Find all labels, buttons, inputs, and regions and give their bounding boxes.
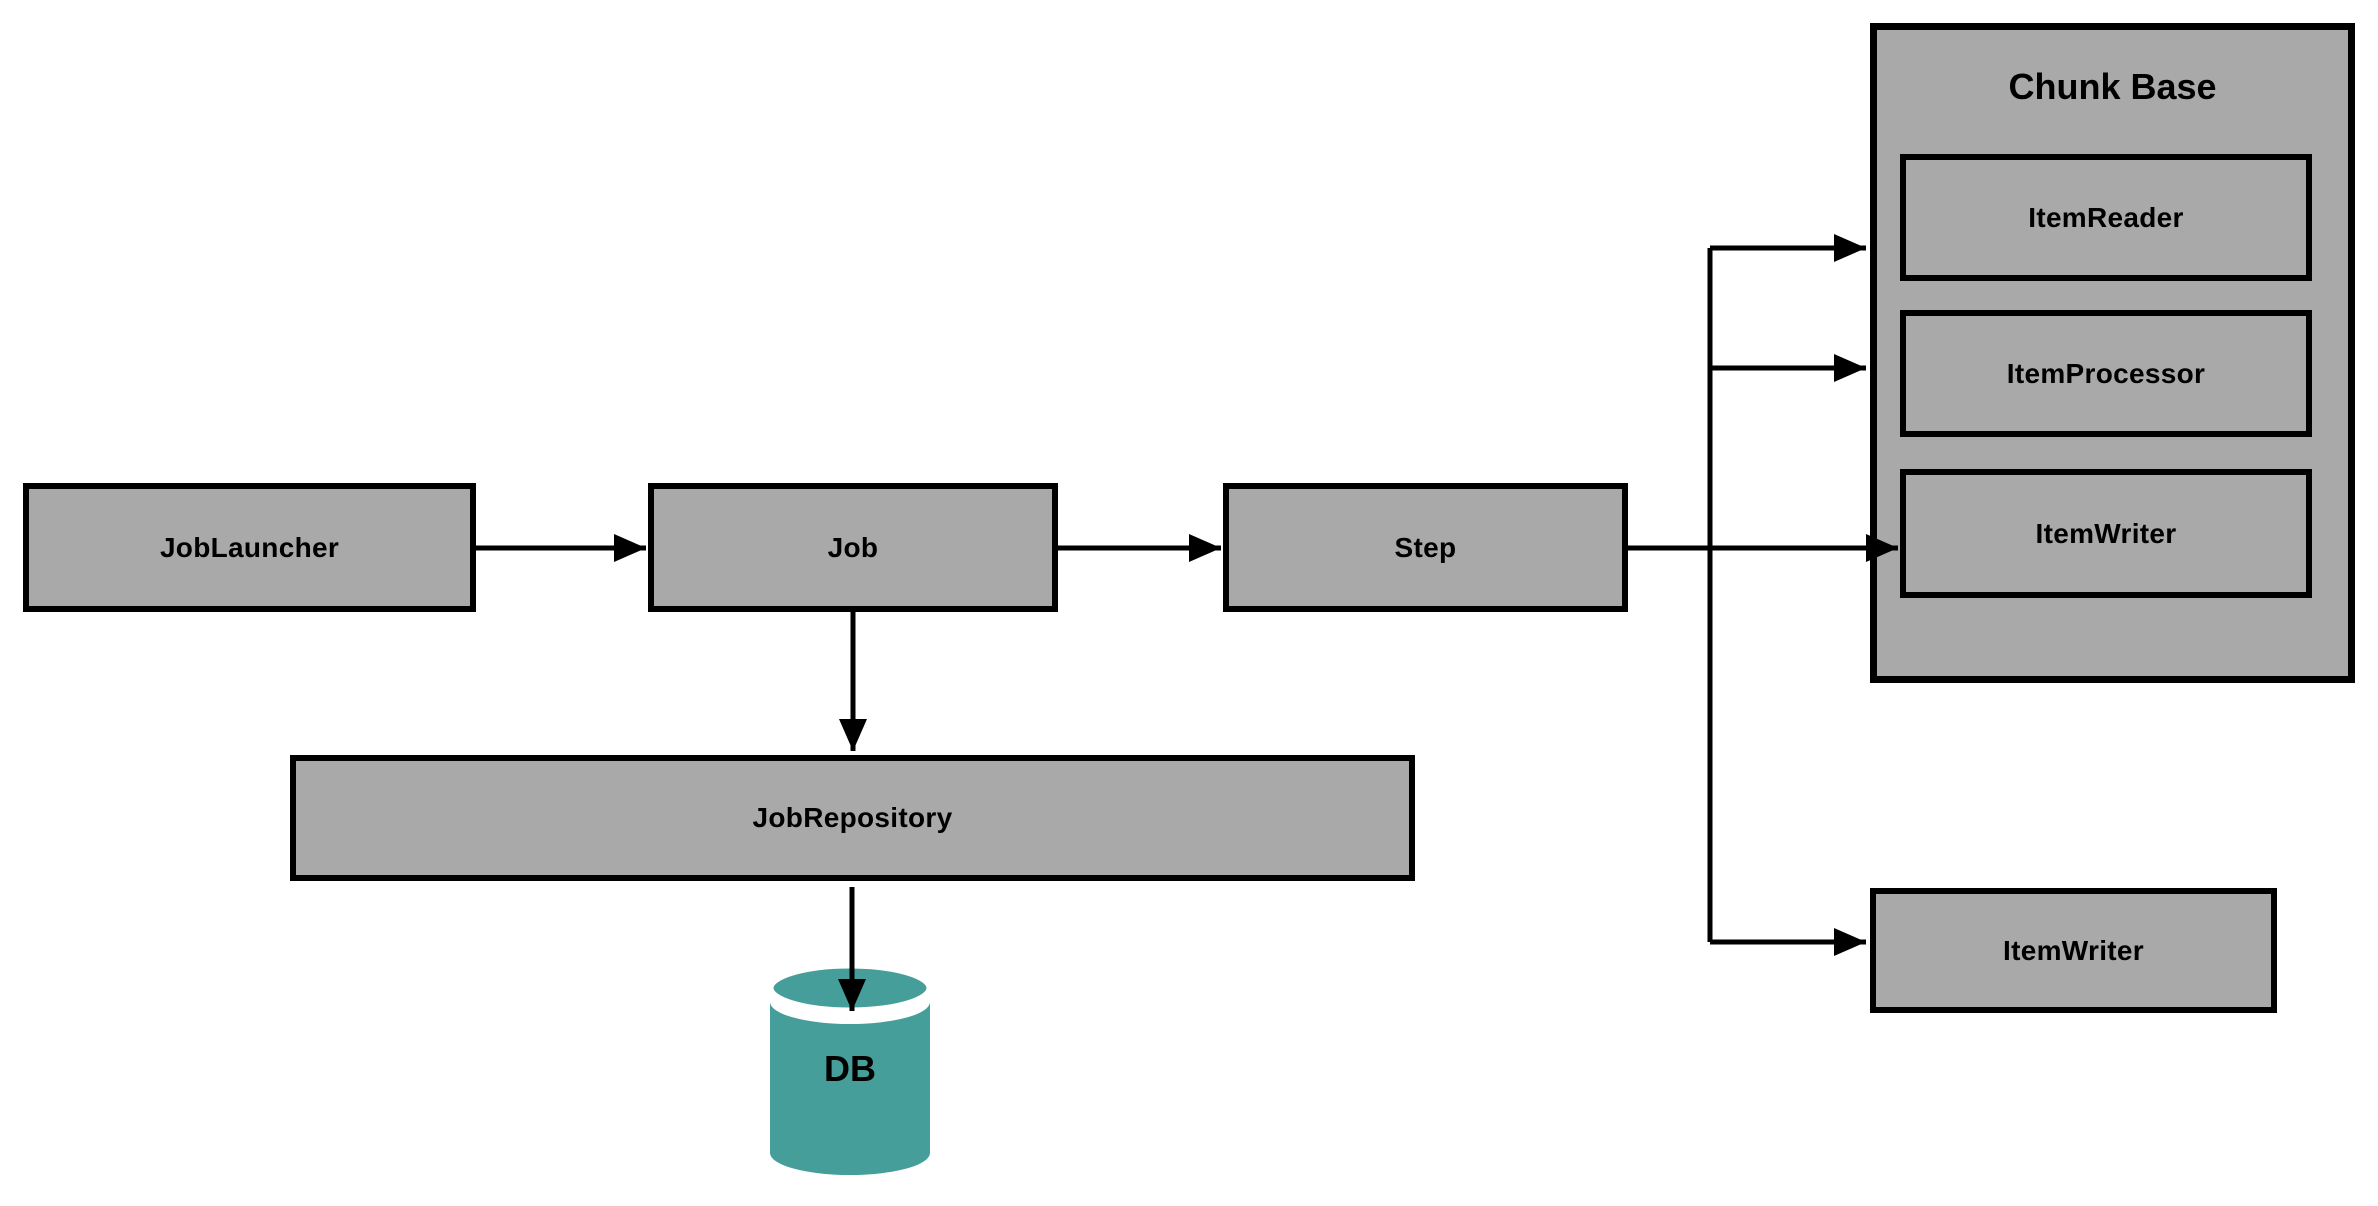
node-item-writer-standalone-label: ItemWriter <box>2003 934 2144 966</box>
node-job-launcher: JobLauncher <box>23 483 476 612</box>
node-item-reader: ItemReader <box>1900 154 2312 281</box>
node-job-repository-label: JobRepository <box>752 802 953 833</box>
node-step: Step <box>1223 483 1628 612</box>
node-db-label: DB <box>824 1048 876 1089</box>
node-item-writer-chunk-label: ItemWriter <box>2035 517 2177 549</box>
node-item-reader-label: ItemReader <box>2028 201 2184 233</box>
group-chunk-base: Chunk Base ItemReader ItemProcessor Item… <box>1870 23 2355 683</box>
db-cylinder-lid <box>766 961 934 1015</box>
group-chunk-base-title: Chunk Base <box>2008 66 2217 107</box>
node-step-label: Step <box>1394 531 1457 563</box>
node-item-writer-standalone: ItemWriter <box>1870 888 2277 1013</box>
node-item-processor: ItemProcessor <box>1900 310 2312 437</box>
node-job-label: Job <box>827 531 879 563</box>
node-job: Job <box>648 483 1058 612</box>
node-item-processor-label: ItemProcessor <box>2006 357 2206 389</box>
node-job-repository: JobRepository <box>290 755 1415 881</box>
node-item-writer-chunk: ItemWriter <box>1900 469 2312 598</box>
node-job-launcher-label: JobLauncher <box>159 531 340 563</box>
